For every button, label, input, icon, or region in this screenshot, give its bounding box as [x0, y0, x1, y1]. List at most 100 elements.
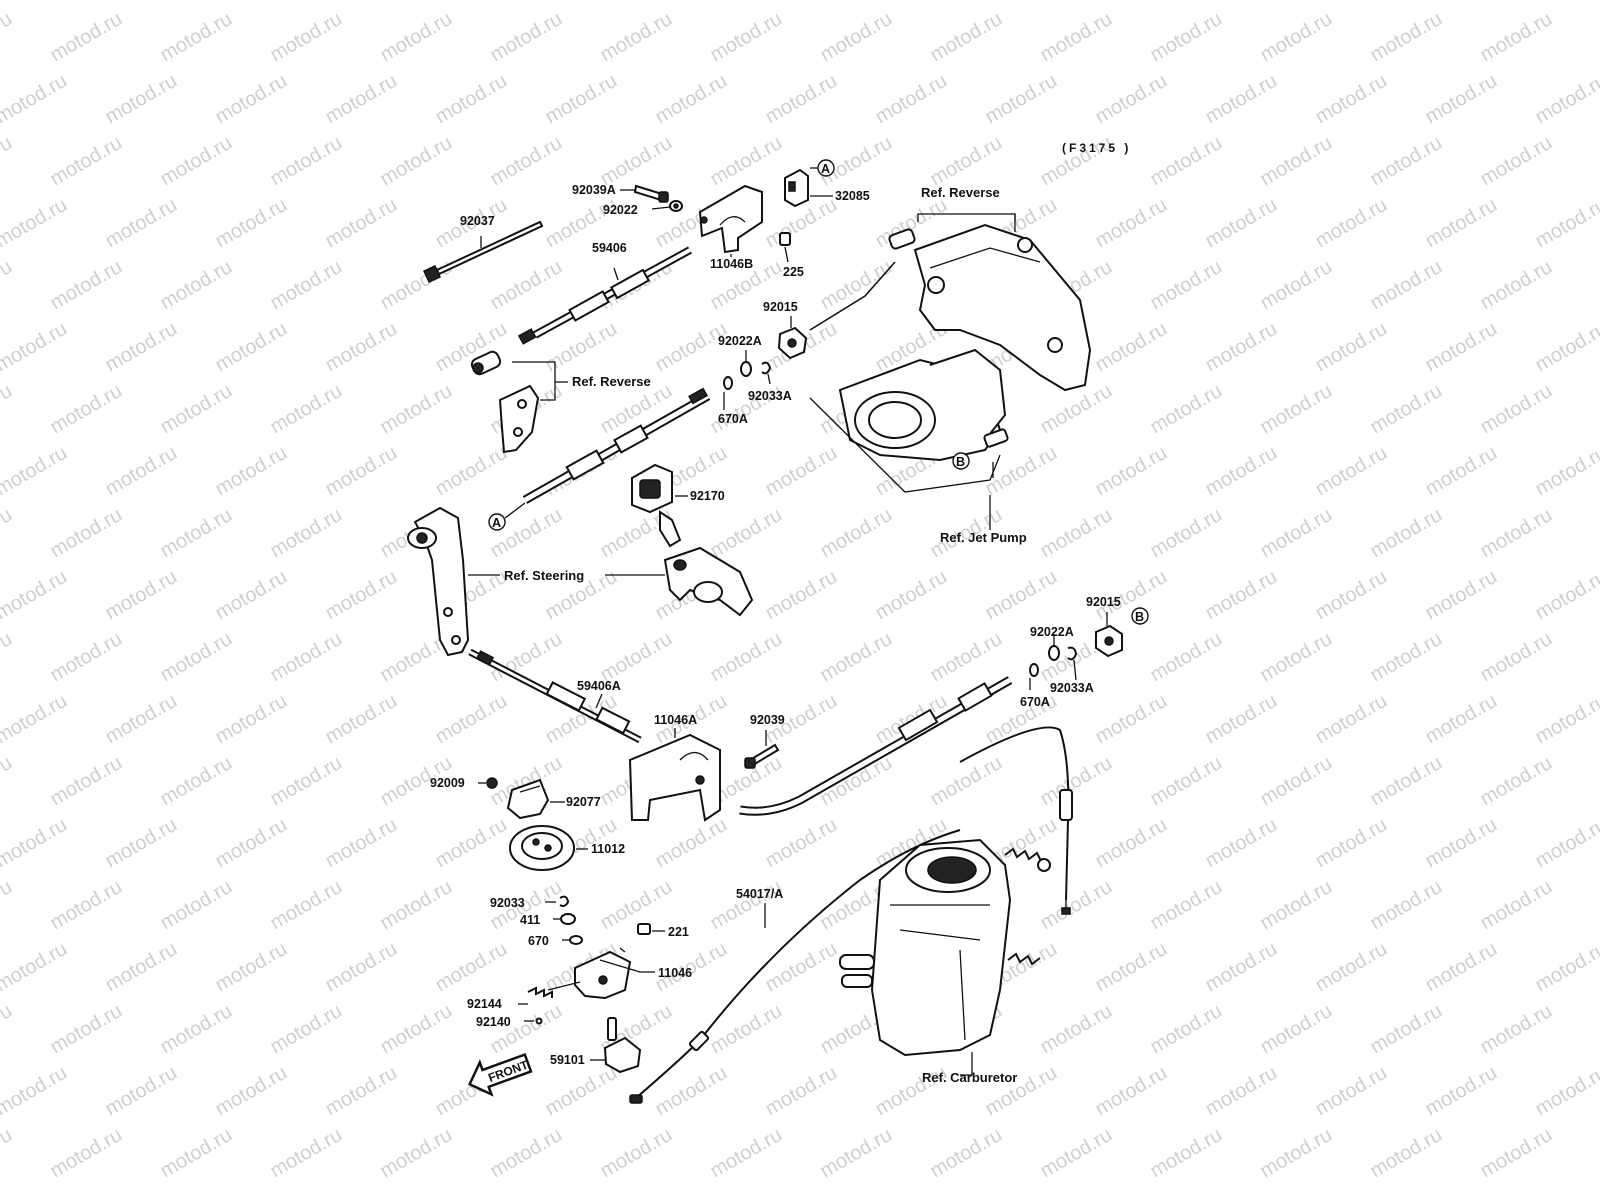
watermark-text: motod.ru [322, 938, 401, 997]
watermark-text: motod.ru [0, 1124, 16, 1183]
switch-59101 [590, 1017, 642, 1074]
watermark-text: motod.ru [0, 628, 16, 687]
label-221: 221 [668, 925, 689, 939]
watermark-text: motod.ru [1092, 690, 1171, 749]
watermark-text: motod.ru [47, 380, 126, 439]
watermark-text: motod.ru [1532, 690, 1600, 749]
watermark-text: motod.ru [1257, 1000, 1336, 1059]
watermark-text: motod.ru [377, 132, 456, 191]
label-92015-top: 92015 [763, 300, 798, 314]
watermark-text: motod.ru [47, 8, 126, 67]
watermark-text: motod.ru [1422, 70, 1501, 129]
watermark-text: motod.ru [542, 70, 621, 129]
watermark-text: motod.ru [0, 752, 16, 811]
watermark-text: motod.ru [102, 318, 181, 377]
reverse-housing [809, 213, 1092, 392]
watermark-text: motod.ru [487, 1124, 566, 1183]
watermark-text: motod.ru [1092, 938, 1171, 997]
watermark-text: motod.ru [377, 380, 456, 439]
watermark-text: motod.ru [927, 752, 1006, 811]
watermark-text: motod.ru [0, 194, 71, 253]
steering-arm [407, 506, 665, 657]
watermark-text: motod.ru [1367, 1124, 1446, 1183]
watermark-text: motod.ru [212, 566, 291, 625]
watermark-text: motod.ru [157, 628, 236, 687]
cable-59406 [517, 246, 692, 345]
bolt-92039a-head [658, 191, 669, 203]
watermark-text: motod.ru [0, 132, 16, 191]
watermark-text: motod.ru [1532, 70, 1600, 129]
watermark-text: motod.ru [1422, 814, 1501, 873]
watermark-text: motod.ru [1202, 70, 1281, 129]
watermark-text: motod.ru [1257, 8, 1336, 67]
watermark-text: motod.ru [322, 318, 401, 377]
watermark-text: motod.ru [1147, 1124, 1226, 1183]
clip-92033 [559, 895, 570, 907]
nut-washer-group-top [723, 316, 808, 410]
watermark-text: motod.ru [212, 814, 291, 873]
watermark-text: motod.ru [927, 132, 1006, 191]
watermark-text: motod.ru [597, 8, 676, 67]
lever-11046 [574, 947, 655, 1000]
watermark-text: motod.ru [1532, 318, 1600, 377]
watermark-text: motod.ru [212, 70, 291, 129]
watermark-text: motod.ru [47, 132, 126, 191]
watermark-text: motod.ru [762, 442, 841, 501]
watermark-text: motod.ru [1147, 876, 1226, 935]
watermark-text: motod.ru [1532, 194, 1600, 253]
watermark-text: motod.ru [267, 1000, 346, 1059]
watermark-text: motod.ru [707, 8, 786, 67]
washer-92022a-mid [1048, 645, 1060, 661]
watermark-text: motod.ru [1037, 1124, 1116, 1183]
watermark-text: motod.ru [267, 380, 346, 439]
cable-59406a [468, 648, 642, 744]
label-54017a: 54017/A [736, 887, 783, 901]
reverse-linkage-left [470, 350, 568, 454]
watermark-text: motod.ru [212, 442, 291, 501]
bolt-92039a [633, 184, 664, 202]
watermark-text: motod.ru [1202, 194, 1281, 253]
marker-a-top-label: A [821, 162, 830, 176]
watermark-text: motod.ru [157, 876, 236, 935]
watermark-text: motod.ru [0, 70, 71, 129]
watermark-text: motod.ru [1477, 8, 1556, 67]
label-670: 670 [528, 934, 549, 948]
label-92144: 92144 [467, 997, 502, 1011]
watermark-text: motod.ru [1257, 876, 1336, 935]
watermark-text: motod.ru [762, 70, 841, 129]
label-92033a-top: 92033A [748, 389, 792, 403]
cover-11012 [509, 825, 588, 871]
watermark-text: motod.ru [1257, 256, 1336, 315]
watermark-text: motod.ru [1147, 752, 1226, 811]
bracket-11046b [698, 184, 763, 254]
watermark-text: motod.ru [1202, 566, 1281, 625]
watermark-text: motod.ru [1037, 752, 1116, 811]
watermark-text: motod.ru [1532, 566, 1600, 625]
watermark-text: motod.ru [1367, 1000, 1446, 1059]
spring-92144 [527, 986, 553, 998]
label-59406: 59406 [592, 241, 627, 255]
watermark-text: motod.ru [102, 70, 181, 129]
watermark-text: motod.ru [102, 1062, 181, 1121]
watermark-text: motod.ru [1037, 380, 1116, 439]
watermark-text: motod.ru [0, 814, 71, 873]
watermark-text: motod.ru [652, 1062, 731, 1121]
watermark-text: motod.ru [157, 1000, 236, 1059]
watermark-text: motod.ru [1092, 814, 1171, 873]
watermark-text: motod.ru [0, 566, 71, 625]
label-92033: 92033 [490, 896, 525, 910]
label-411: 411 [520, 913, 540, 927]
watermark-text: motod.ru [927, 628, 1006, 687]
watermark-text: motod.ru [707, 1124, 786, 1183]
watermark-text: motod.ru [102, 690, 181, 749]
watermark-text: motod.ru [817, 504, 896, 563]
watermark-text: motod.ru [1147, 1000, 1226, 1059]
watermark-text: motod.ru [817, 1124, 896, 1183]
watermark-text: motod.ru [1477, 876, 1556, 935]
jet-pump [809, 348, 1009, 530]
watermark-text: motod.ru [1147, 132, 1226, 191]
watermark-text: motod.ru [322, 194, 401, 253]
watermark-text: motod.ru [1092, 194, 1171, 253]
watermark-text: motod.ru [1312, 70, 1391, 129]
label-ref-reverse-left: Ref. Reverse [572, 374, 651, 389]
